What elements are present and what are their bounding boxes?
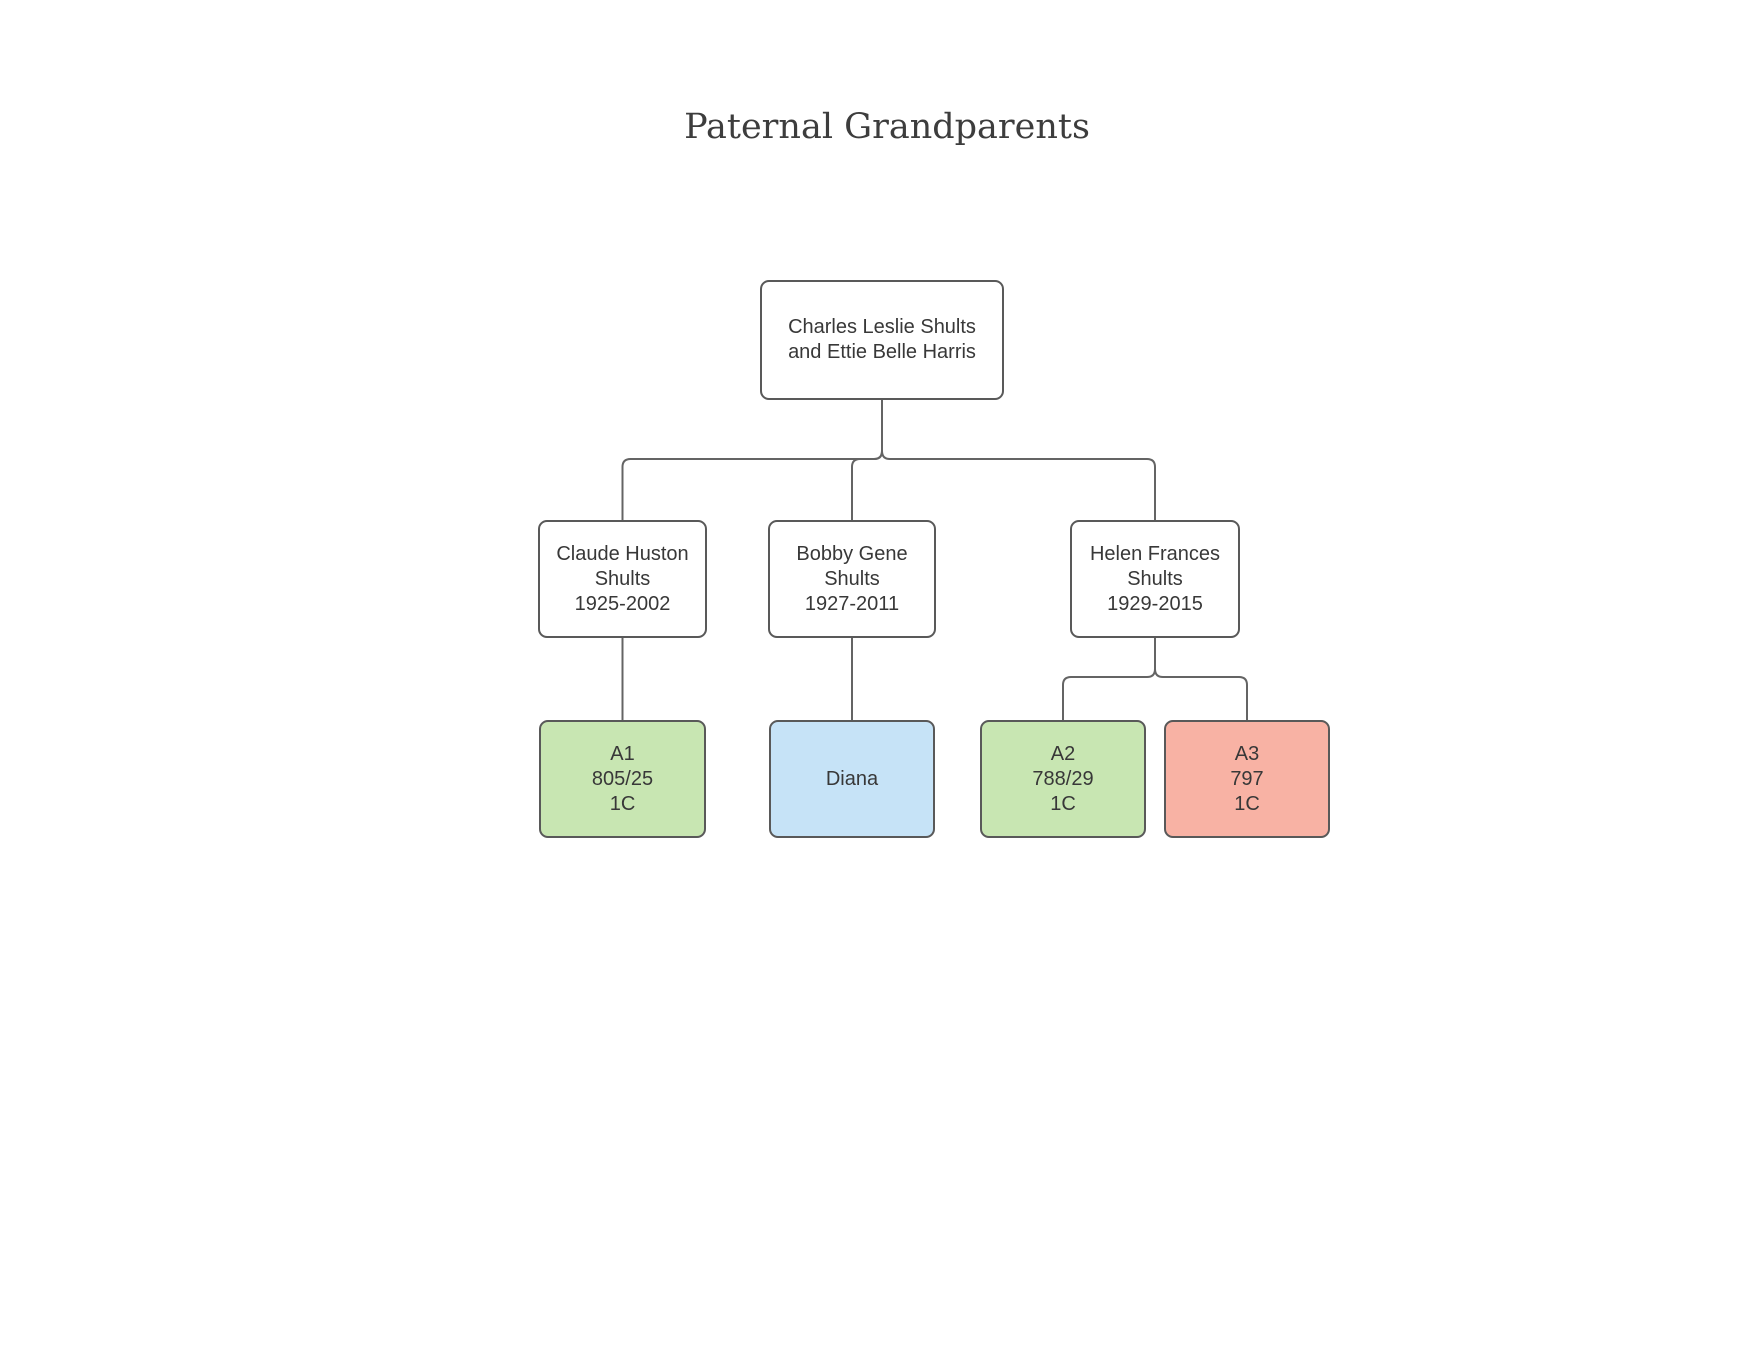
node-text-line: 1925-2002 bbox=[574, 592, 671, 615]
node-text-line: 797 bbox=[1230, 767, 1264, 790]
node-claude-huston-shults: Claude Huston Shults 1925-2002 bbox=[538, 520, 707, 638]
node-text-line: 805/25 bbox=[591, 767, 654, 790]
node-text-line: Helen Frances bbox=[1089, 542, 1221, 565]
node-text-line: A3 bbox=[1234, 742, 1260, 765]
node-text-line: A1 bbox=[610, 742, 635, 765]
node-a2: A2 788/29 1C bbox=[980, 720, 1146, 838]
node-text-line: 1C bbox=[609, 792, 636, 815]
node-diana: Diana bbox=[769, 720, 935, 838]
node-text-line: Shults bbox=[594, 567, 651, 590]
connector-root-bobby bbox=[851, 400, 883, 520]
node-a1: A1 805/25 1C bbox=[539, 720, 706, 838]
node-text-line: A2 bbox=[1050, 742, 1076, 765]
page-title: Paternal Grandparents bbox=[684, 107, 1090, 147]
node-text-line: Bobby Gene bbox=[796, 542, 908, 565]
connector-helen-a3 bbox=[1154, 638, 1248, 720]
node-text-line: and Ettie Belle Harris bbox=[788, 341, 976, 363]
node-text-line: 1927-2011 bbox=[804, 592, 900, 615]
node-text-line: Shults bbox=[1127, 567, 1183, 590]
connector-helen-a2 bbox=[1062, 638, 1156, 720]
node-text-line: 788/29 bbox=[1032, 767, 1094, 790]
node-helen-frances-shults: Helen Frances Shults 1929-2015 bbox=[1070, 520, 1240, 638]
node-text-line: 1929-2015 bbox=[1107, 592, 1203, 615]
node-text-line: Shults bbox=[824, 567, 880, 590]
node-text-line: 1C bbox=[1234, 792, 1260, 815]
connector-root-claude bbox=[621, 400, 883, 520]
node-text-line: Charles Leslie Shults bbox=[788, 316, 976, 338]
node-text-line: 1C bbox=[1050, 792, 1076, 815]
node-text-line: Diana bbox=[825, 767, 879, 790]
node-grandparents: Charles Leslie Shults and Ettie Belle Ha… bbox=[760, 280, 1004, 400]
node-text-line: Claude Huston bbox=[556, 542, 689, 565]
node-a3: A3 797 1C bbox=[1164, 720, 1330, 838]
node-bobby-gene-shults: Bobby Gene Shults 1927-2011 bbox=[768, 520, 936, 638]
connector-root-helen bbox=[881, 400, 1156, 520]
